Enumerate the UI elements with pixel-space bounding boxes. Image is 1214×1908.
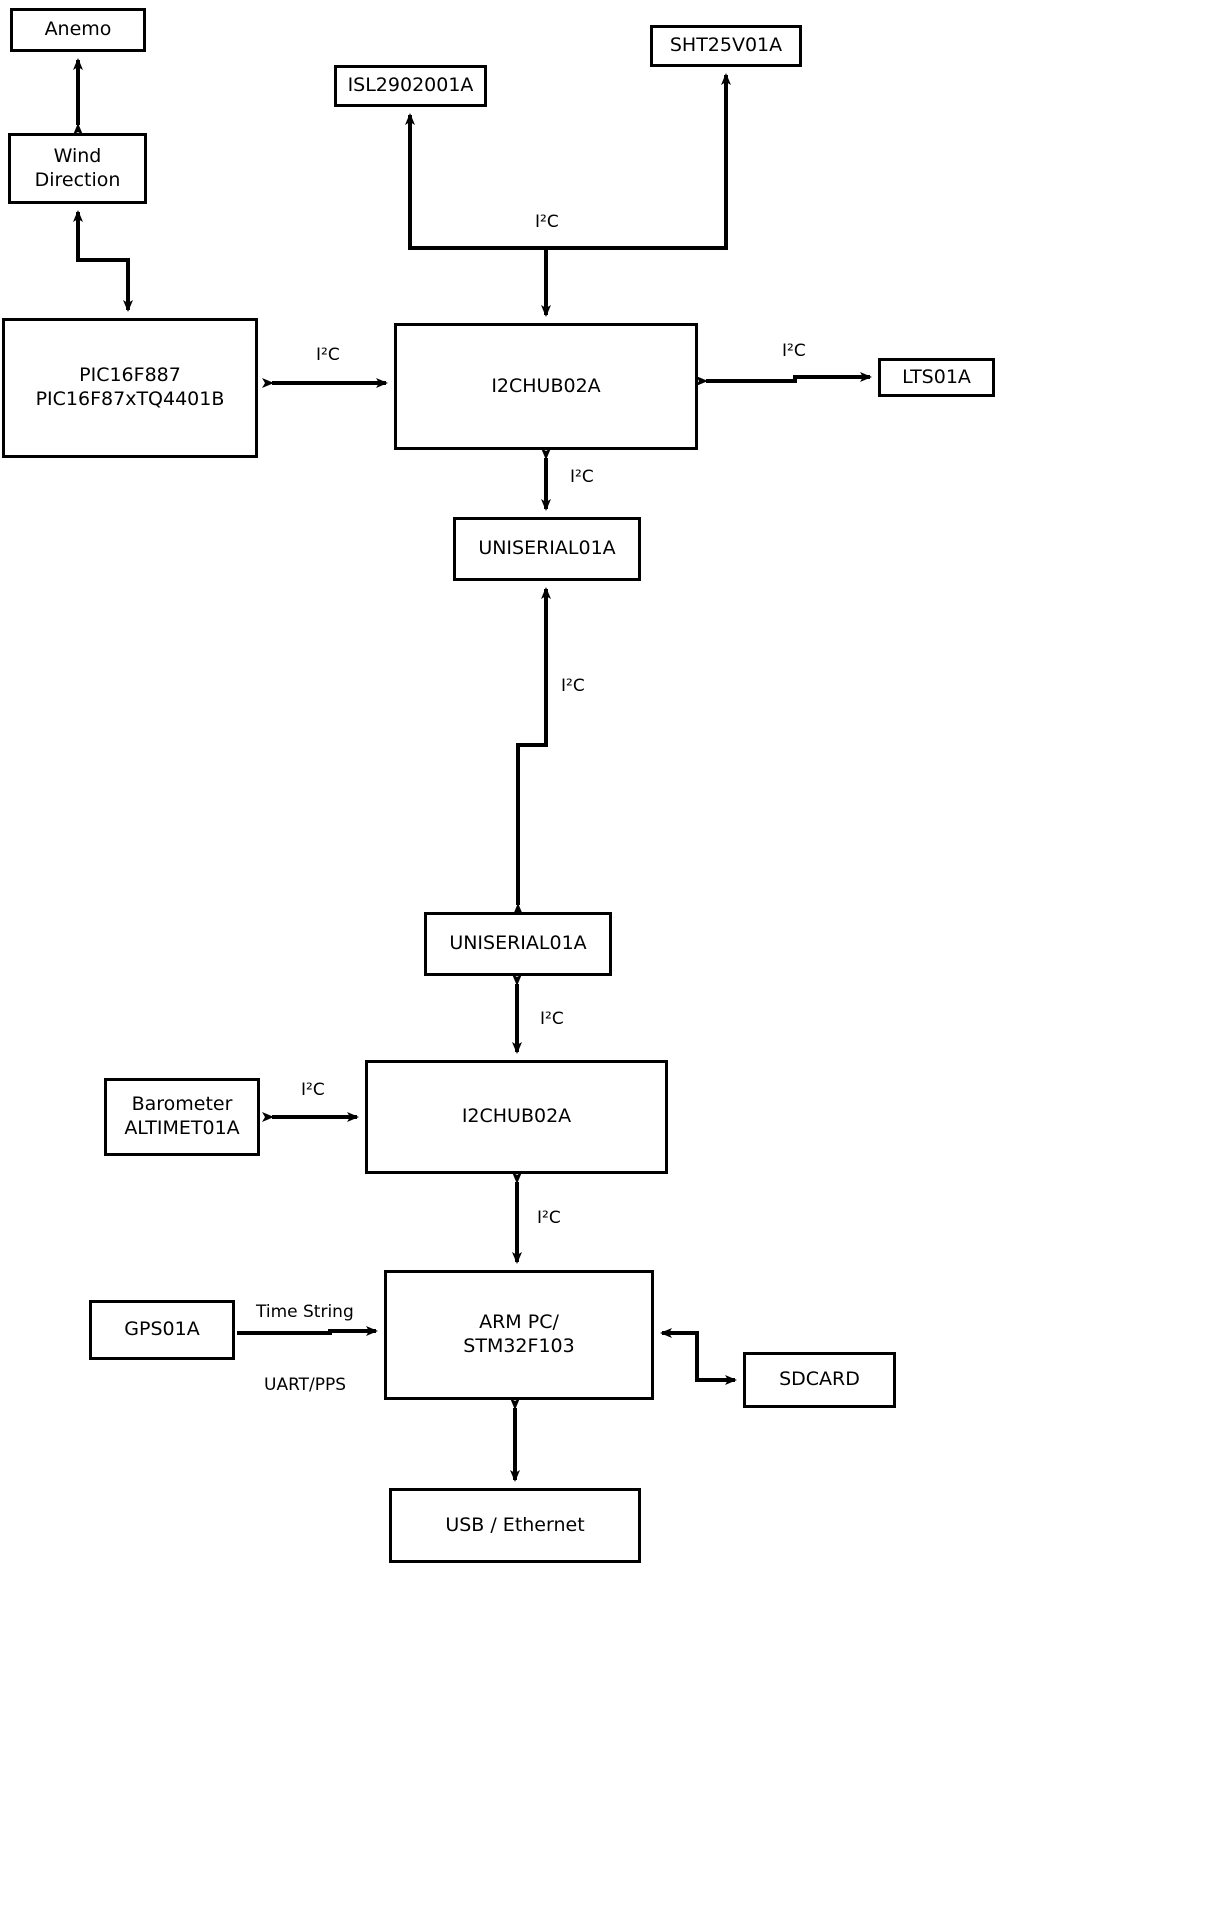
edge-hubtop-isl (405, 113, 548, 315)
node-sdcard[interactable]: SDCARD (743, 1352, 896, 1408)
node-gps01a[interactable]: GPS01A (89, 1300, 235, 1360)
edge-label-i2c-hub-uniserial1: I²C (570, 467, 594, 487)
node-arm-pc-stm32f103[interactable]: ARM PC/ STM32F103 (384, 1270, 654, 1400)
node-uniserial01a-upper[interactable]: UNISERIAL01A (453, 517, 641, 581)
edge-uniserial1-uniserial2 (513, 587, 551, 915)
node-wind-direction[interactable]: Wind Direction (8, 133, 147, 204)
edge-pic-winddirection (73, 210, 130, 310)
edge-label-i2c-hub-lts: I²C (782, 341, 806, 361)
edge-label-i2c-hub-fanout: I²C (535, 212, 559, 232)
edge-hubtop-sht (544, 73, 731, 315)
node-i2chub02a-top[interactable]: I2CHUB02A (394, 323, 698, 450)
node-pic16f887[interactable]: PIC16F887 PIC16F87xTQ4401B (2, 318, 258, 458)
edge-hubtop-lts (696, 372, 872, 386)
node-isl2902001a[interactable]: ISL2902001A (334, 65, 487, 107)
edge-gps-armpc (237, 1326, 378, 1336)
edge-armpc-sdcard (660, 1328, 735, 1382)
node-sht25v01a[interactable]: SHT25V01A (650, 25, 802, 67)
edge-label-i2c-uniserial2-hub2: I²C (540, 1009, 564, 1029)
node-barometer-altimet01a[interactable]: Barometer ALTIMET01A (104, 1078, 260, 1156)
edge-label-time-string: Time String (256, 1302, 354, 1322)
edge-label-i2c-hub2-armpc: I²C (537, 1208, 561, 1228)
edge-label-i2c-pic-hub: I²C (316, 345, 340, 365)
node-i2chub02a-bottom[interactable]: I2CHUB02A (365, 1060, 668, 1174)
edge-label-i2c-barometer-hub2: I²C (301, 1080, 325, 1100)
node-lts01a[interactable]: LTS01A (878, 358, 995, 397)
edge-label-uart-pps: UART/PPS (264, 1375, 347, 1395)
node-usb-ethernet[interactable]: USB / Ethernet (389, 1488, 641, 1563)
node-uniserial01a-lower[interactable]: UNISERIAL01A (424, 912, 612, 976)
edge-sdcard-armpc (695, 1338, 737, 1385)
edge-label-i2c-uniserial1-uniserial2: I²C (561, 676, 585, 696)
node-anemo[interactable]: Anemo (10, 8, 146, 52)
